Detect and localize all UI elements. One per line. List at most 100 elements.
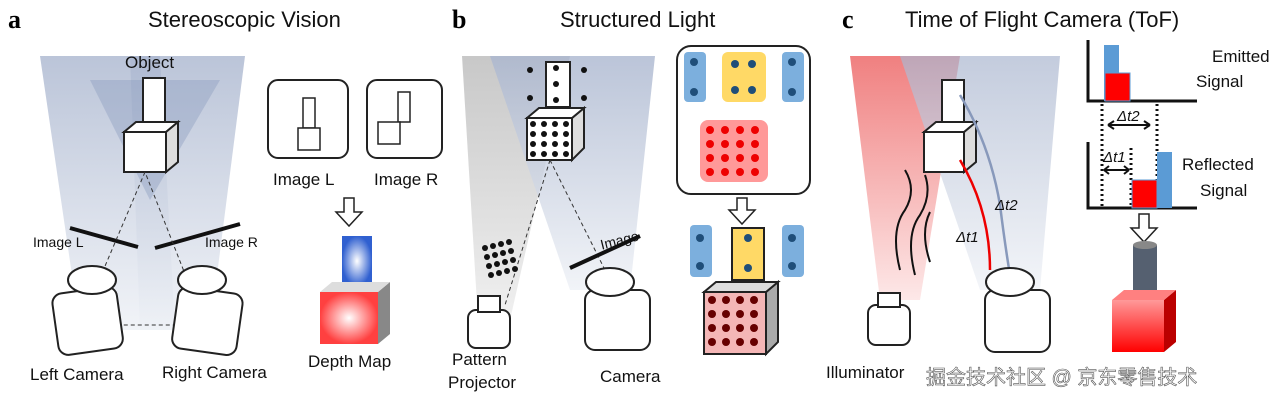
pattern-dot [484, 254, 490, 260]
pattern-dot [696, 234, 704, 242]
pattern-dot [721, 154, 729, 162]
pattern-dot [721, 168, 729, 176]
pattern-dot [748, 60, 756, 68]
pattern-dot [581, 67, 587, 73]
panel-c-title: Time of Flight Camera (ToF) [905, 7, 1179, 32]
panel-letter-c: c [842, 5, 854, 34]
pattern-dot [563, 151, 569, 157]
emitted-signal-plot [1086, 40, 1197, 103]
pattern-dot [512, 266, 518, 272]
pattern-dot [708, 324, 716, 332]
dt2-arrow [1107, 120, 1151, 130]
pattern-dot [563, 131, 569, 137]
pattern-dot [706, 154, 714, 162]
panel-b: b Structured Light Image Pattern Project… [448, 5, 811, 392]
pattern-dot [750, 324, 758, 332]
pattern-dot [721, 140, 729, 148]
pattern-dot [706, 140, 714, 148]
pattern-dot [581, 95, 587, 101]
panel-letter-a: a [8, 5, 21, 34]
dt1-path [958, 159, 992, 271]
illuminator-label: Illuminator [826, 363, 905, 382]
pattern-dot [494, 261, 500, 267]
pattern-label: Pattern [452, 350, 507, 369]
tof-object [921, 79, 979, 175]
pattern-dot [788, 234, 796, 242]
image-plane [569, 234, 641, 270]
pattern-dot [751, 154, 759, 162]
image-l-label: Image L [33, 234, 84, 250]
pattern-dot [748, 86, 756, 94]
pattern-dot [500, 250, 506, 256]
image-r-inset [366, 79, 443, 159]
pattern-dot [563, 141, 569, 147]
pattern-dot [744, 234, 752, 242]
pattern-dot [722, 296, 730, 304]
pattern-dot [552, 131, 558, 137]
pattern-dot [553, 65, 559, 71]
pattern-dot [736, 296, 744, 304]
reflected-label-1: Reflected [1182, 155, 1254, 174]
tof-depth-result-icon [1112, 241, 1176, 352]
pattern-dot [510, 257, 516, 263]
pattern-dot [736, 140, 744, 148]
pattern-dot [736, 154, 744, 162]
pattern-dot [541, 151, 547, 157]
watermark: 掘金技术社区 @ 京东零售技术 [926, 366, 1197, 389]
pattern-dot [498, 241, 504, 247]
pattern-dot [722, 310, 730, 318]
pattern-dot [552, 121, 558, 127]
pattern-dot [722, 338, 730, 346]
illuminator-icon [867, 292, 911, 346]
object-cube [121, 77, 181, 175]
panel-a: a Stereoscopic Vision Object Image L Ima… [8, 5, 443, 384]
pattern-dot [750, 338, 758, 346]
dt1-arrow [1103, 165, 1130, 175]
pattern-dot [530, 151, 536, 157]
panel-c: c Time of Flight Camera (ToF) Δt1 Δt2 Il… [826, 5, 1270, 389]
pattern-dot [736, 126, 744, 134]
projector-label: Projector [448, 373, 516, 392]
pattern-result-cube [690, 225, 804, 357]
pattern-dot [706, 126, 714, 134]
pattern-dot [706, 168, 714, 176]
pattern-dot [696, 262, 704, 270]
pattern-dot [750, 310, 758, 318]
pattern-dot [553, 81, 559, 87]
pattern-dot [731, 86, 739, 94]
dt2-path-label: Δt2 [994, 197, 1018, 214]
pattern-dot [552, 141, 558, 147]
pattern-dot [530, 131, 536, 137]
pattern-dot [541, 121, 547, 127]
image-r-label: Image R [205, 234, 258, 250]
camera-icon [584, 267, 651, 351]
pattern-dot [488, 272, 494, 278]
projector-icon [467, 295, 511, 349]
panel-a-title: Stereoscopic Vision [148, 7, 341, 32]
right-camera-label: Right Camera [162, 363, 267, 382]
pattern-dot [722, 324, 730, 332]
tof-camera-icon [984, 267, 1051, 353]
pattern-dot [750, 296, 758, 304]
pattern-dot [527, 67, 533, 73]
pattern-dot [731, 60, 739, 68]
left-camera-icon [51, 265, 124, 356]
dt1-label: Δt1 [1102, 149, 1126, 166]
right-camera-icon [171, 265, 244, 356]
reflected-label-2: Signal [1200, 181, 1247, 200]
depth-map-label: Depth Map [308, 352, 391, 371]
arrow-down-icon [334, 197, 364, 228]
reflected-signal-plot [1086, 142, 1197, 210]
pattern-dot [490, 243, 496, 249]
light-wave-icon [895, 169, 931, 276]
pattern-dot [504, 268, 510, 274]
image-l-inset [267, 79, 349, 159]
left-camera-label: Left Camera [30, 365, 124, 384]
pattern-dot [541, 131, 547, 137]
dt2-label: Δt2 [1116, 108, 1140, 125]
pattern-dot [690, 58, 698, 66]
pattern-dot [502, 259, 508, 265]
panel-b-title: Structured Light [560, 7, 715, 32]
pattern-dot [744, 264, 752, 272]
